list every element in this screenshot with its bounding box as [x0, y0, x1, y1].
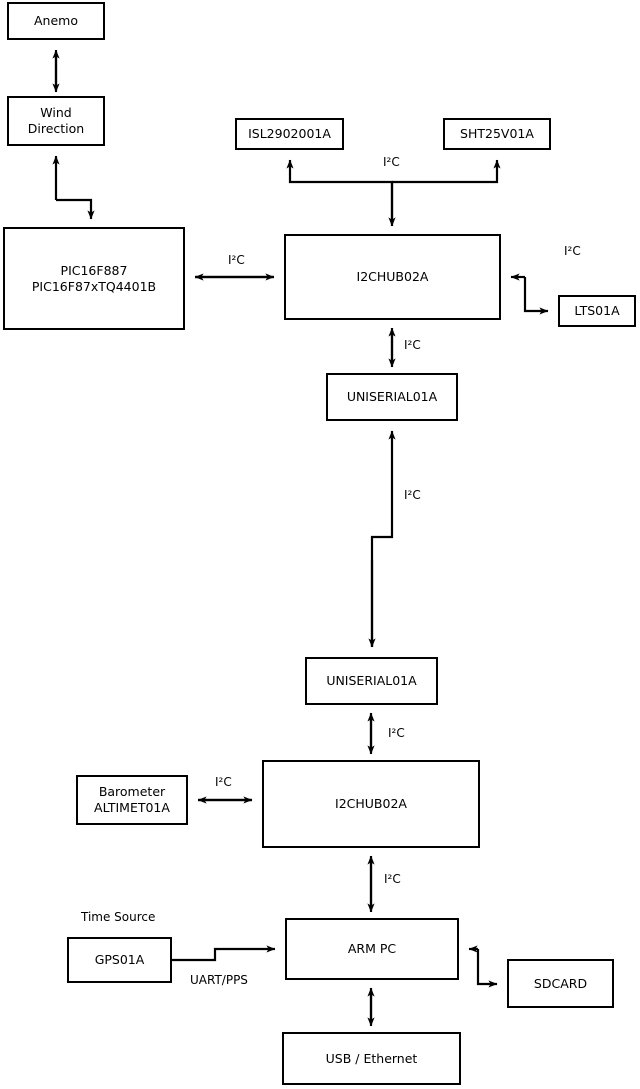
edge-label-i2c-hub-armpc: I²C: [384, 872, 401, 886]
edge-gps-armpc: [172, 945, 276, 962]
node-wind-direction-label: Wind Direction: [27, 105, 85, 136]
edge-wind-pic: [52, 155, 95, 220]
node-sht25v01a-label: SHT25V01A: [460, 126, 534, 142]
node-sdcard[interactable]: SDCARD: [507, 959, 614, 1008]
edge-label-uart-pps: UART/PPS: [190, 973, 248, 987]
label-time-source: Time Source: [81, 910, 156, 924]
edge-label-i2c-barometer-hub: I²C: [215, 775, 232, 789]
node-barometer-altimet01a-label: Barometer ALTIMET01A: [94, 784, 170, 815]
node-arm-pc[interactable]: ARM PC: [285, 918, 459, 980]
node-pic-mcu[interactable]: PIC16F887 PIC16F87xTQ4401B: [3, 227, 185, 330]
node-wind-direction[interactable]: Wind Direction: [7, 96, 105, 146]
edge-uni2-uni1: [368, 430, 396, 648]
node-anemo[interactable]: Anemo: [7, 2, 105, 40]
edge-label-i2c-uniserial-lower-hub: I²C: [388, 726, 405, 740]
edge-armpc-sdcard: [468, 945, 498, 988]
node-sdcard-label: SDCARD: [533, 975, 588, 991]
node-uniserial01a-upper[interactable]: UNISERIAL01A: [326, 373, 458, 421]
edge-hub-isl-sht: [286, 159, 501, 227]
node-isl2902001a[interactable]: ISL2902001A: [235, 118, 344, 150]
edge-label-i2c-isl-sht: I²C: [383, 155, 400, 169]
node-gps01a[interactable]: GPS01A: [67, 937, 172, 983]
node-barometer-altimet01a[interactable]: Barometer ALTIMET01A: [76, 775, 188, 825]
node-anemo-label: Anemo: [34, 13, 78, 29]
node-arm-pc-label: ARM PC: [347, 941, 397, 957]
edge-label-i2c-hub-uniserial-upper: I²C: [404, 338, 421, 352]
edge-label-i2c-uniserial-link: I²C: [404, 488, 421, 502]
node-lts01a[interactable]: LTS01A: [558, 295, 636, 327]
node-i2chub02a-bottom-label: I2CHUB02A: [335, 796, 407, 812]
node-uniserial01a-lower-label: UNISERIAL01A: [326, 673, 417, 689]
node-sht25v01a[interactable]: SHT25V01A: [443, 118, 551, 150]
node-uniserial01a-upper-label: UNISERIAL01A: [346, 389, 438, 405]
node-pic-mcu-label: PIC16F887 PIC16F87xTQ4401B: [31, 262, 157, 294]
edge-hubtop-lts: [510, 273, 549, 315]
node-i2chub02a-top[interactable]: I2CHUB02A: [284, 234, 501, 320]
edge-label-i2c-hub-lts: I²C: [564, 244, 581, 258]
node-gps01a-label: GPS01A: [94, 952, 145, 968]
node-isl2902001a-label: ISL2902001A: [248, 126, 331, 142]
edge-label-i2c-pic-hub: I²C: [228, 253, 245, 267]
node-i2chub02a-bottom[interactable]: I2CHUB02A: [262, 760, 480, 848]
node-usb-ethernet[interactable]: USB / Ethernet: [282, 1032, 461, 1085]
node-usb-ethernet-label: USB / Ethernet: [325, 1050, 418, 1066]
node-lts01a-label: LTS01A: [574, 303, 620, 319]
node-uniserial01a-lower[interactable]: UNISERIAL01A: [305, 657, 438, 705]
node-i2chub02a-top-label: I2CHUB02A: [356, 269, 429, 285]
